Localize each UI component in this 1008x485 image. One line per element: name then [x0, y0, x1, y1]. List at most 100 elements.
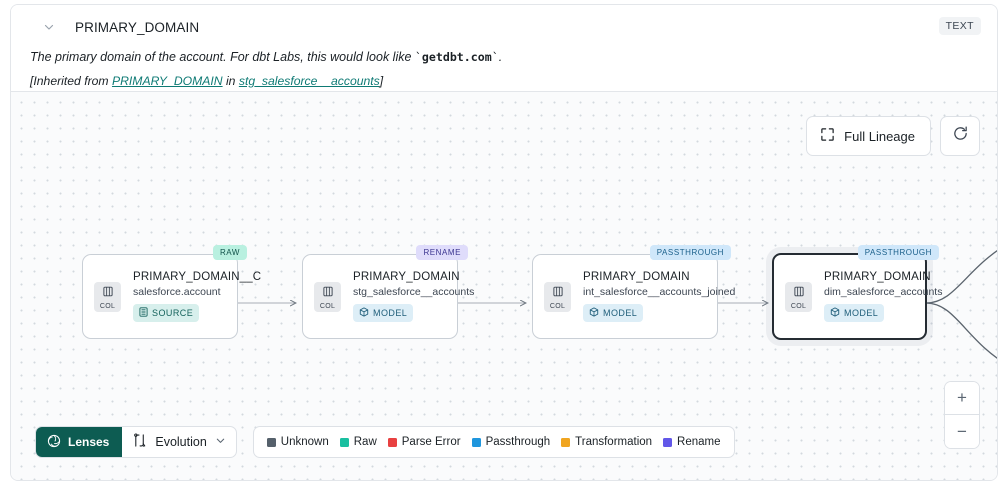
lenses-label: Lenses: [68, 435, 110, 449]
node-body: PRIMARY_DOMAIN int_salesforce__accounts_…: [583, 271, 735, 322]
legend-swatch: [339, 437, 349, 447]
legend-swatch: [663, 437, 673, 447]
column-icon: [102, 284, 114, 302]
chevron-down-icon[interactable]: [41, 19, 57, 35]
backtick-open: `: [414, 50, 422, 64]
lenses-button[interactable]: Lenses: [36, 427, 123, 457]
column-icon: [793, 284, 805, 302]
zoom-out-button[interactable]: −: [945, 415, 979, 448]
legend-swatch: [561, 437, 571, 447]
inherited-prefix: [Inherited from: [30, 73, 112, 88]
refresh-button[interactable]: [940, 116, 980, 156]
canvas-bottom-bar: Lenses Evolution: [35, 426, 735, 458]
node-body: PRIMARY_DOMAIN dim_salesforce_accounts M…: [824, 271, 942, 322]
lineage-node[interactable]: RENAME COL PRIMARY_DOMAIN stg_salesforce…: [302, 245, 474, 339]
cube-icon: [359, 307, 369, 319]
node-body: PRIMARY_DOMAIN__C salesforce.account SOU…: [133, 271, 261, 322]
legend-swatch: [266, 437, 276, 447]
legend-swatch: [471, 437, 481, 447]
node-subtitle: salesforce.account: [133, 286, 221, 298]
full-lineage-button[interactable]: Full Lineage: [806, 116, 931, 156]
description-text: The primary domain of the account. For d…: [30, 50, 415, 64]
lineage-canvas[interactable]: Full Lineage + − RAW: [11, 91, 997, 480]
node-badge: PASSTHROUGH: [857, 245, 939, 260]
legend-item: Passthrough: [471, 436, 551, 448]
cube-icon: [589, 307, 599, 319]
legend-label: Raw: [353, 436, 377, 448]
evolution-label: Evolution: [155, 435, 207, 449]
evolution-icon: [133, 433, 147, 451]
inherited-middle: in: [222, 73, 239, 88]
legend-label: Parse Error: [401, 436, 461, 448]
inherited-column-link[interactable]: PRIMARY_DOMAIN: [111, 73, 223, 88]
description-suffix: .: [498, 50, 503, 64]
node-badge: RENAME: [416, 245, 468, 260]
aperture-icon: [47, 434, 61, 451]
node-body: PRIMARY_DOMAIN stg_salesforce__accounts …: [353, 271, 474, 322]
node-type-tag-label: MODEL: [844, 308, 879, 318]
refresh-icon: [952, 125, 969, 147]
node-type-tag: MODEL: [353, 304, 414, 322]
zoom-controls: + −: [944, 381, 980, 449]
node-type-tag-label: SOURCE: [152, 308, 194, 318]
cube-icon: [830, 307, 840, 319]
column-chip-label: COL: [319, 302, 336, 310]
inherited-from-line: [Inherited from PRIMARY_DOMAIN in stg_sa…: [30, 74, 981, 88]
node-subtitle: dim_salesforce_accounts: [824, 286, 943, 298]
legend-item: Raw: [339, 436, 377, 448]
column-chip-label: COL: [549, 302, 566, 310]
zoom-in-button[interactable]: +: [945, 382, 979, 415]
node-type-tag-label: MODEL: [373, 308, 408, 318]
description-code: getdbt.com: [421, 50, 492, 64]
node-type-tag: MODEL: [824, 304, 885, 322]
lineage-node[interactable]: RAW COL PRIMARY_DOMAIN__C salesforce.acc…: [82, 245, 261, 339]
node-title: PRIMARY_DOMAIN: [583, 271, 690, 283]
column-chip-label: COL: [790, 302, 807, 310]
column-chip: COL: [544, 281, 571, 312]
backtick-close: `: [491, 50, 499, 64]
lineage-node[interactable]: PASSTHROUGH COL PRIMARY_DOMAIN int_sales…: [532, 245, 735, 339]
header-title-row: PRIMARY_DOMAIN: [29, 15, 981, 39]
legend-label: Unknown: [280, 436, 329, 448]
chevron-down-icon: [215, 435, 226, 449]
column-icon: [322, 284, 334, 302]
node-type-tag-label: MODEL: [603, 308, 638, 318]
lineage-legend: Unknown Raw Parse Error Passthrough: [252, 426, 735, 458]
inherited-model-link[interactable]: stg_salesforce__accounts: [238, 73, 380, 88]
node-subtitle: int_salesforce__accounts_joined: [583, 286, 736, 298]
legend-item: Unknown: [266, 436, 329, 448]
node-subtitle: stg_salesforce__accounts: [353, 286, 475, 298]
column-chip-label: COL: [99, 302, 116, 310]
column-detail-panel: PRIMARY_DOMAIN TEXT The primary domain o…: [10, 4, 998, 481]
database-icon: [139, 307, 148, 319]
legend-item: Parse Error: [387, 436, 461, 448]
lineage-node-selected[interactable]: PASSTHROUGH COL PRIMARY_DOMAIN dim_sales…: [772, 245, 942, 340]
column-chip: COL: [314, 281, 341, 312]
column-chip: COL: [94, 281, 121, 312]
evolution-dropdown[interactable]: Evolution: [122, 427, 235, 457]
legend-label: Passthrough: [485, 436, 551, 448]
panel-header: PRIMARY_DOMAIN TEXT The primary domain o…: [11, 5, 997, 91]
legend-swatch: [387, 437, 397, 447]
legend-item: Rename: [663, 436, 721, 448]
lenses-evolution-group: Lenses Evolution: [35, 426, 237, 458]
node-title: PRIMARY_DOMAIN: [824, 271, 931, 283]
node-badge: PASSTHROUGH: [649, 245, 731, 260]
node-type-tag: MODEL: [583, 304, 644, 322]
status-badge: TEXT: [938, 17, 981, 35]
node-title: PRIMARY_DOMAIN__C: [133, 271, 262, 283]
expand-icon: [820, 127, 835, 145]
full-lineage-label: Full Lineage: [844, 128, 915, 144]
node-badge: RAW: [212, 245, 247, 260]
column-icon: [552, 284, 564, 302]
legend-item: Transformation: [561, 436, 652, 448]
node-title: PRIMARY_DOMAIN: [353, 271, 460, 283]
column-chip: COL: [785, 281, 812, 312]
canvas-controls: Full Lineage: [806, 116, 980, 156]
node-type-tag: SOURCE: [133, 304, 200, 322]
legend-label: Rename: [677, 436, 721, 448]
legend-label: Transformation: [575, 436, 653, 448]
column-description: The primary domain of the account. For d…: [30, 49, 981, 66]
page-title: PRIMARY_DOMAIN: [75, 19, 200, 35]
